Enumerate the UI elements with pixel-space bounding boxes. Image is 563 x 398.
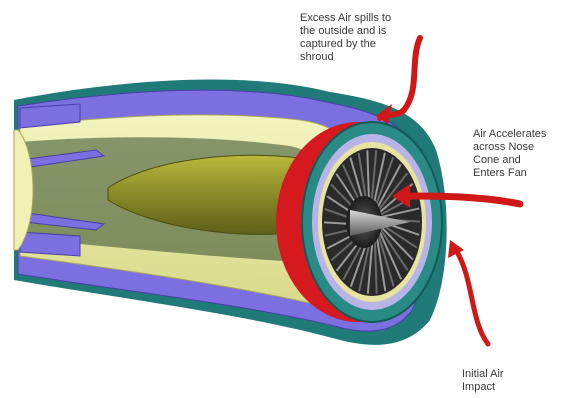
callout-initial-air: Initial Air Impact [462, 368, 504, 394]
callout-line: Air Accelerates [473, 128, 546, 141]
callout-line: Excess Air spills to [300, 12, 391, 25]
callout-line: across Nose [473, 141, 546, 154]
callout-line: Cone and [473, 154, 546, 167]
callout-excess-air: Excess Air spills to the outside and is … [300, 12, 391, 64]
callout-line: Initial Air [462, 368, 504, 381]
callout-nose-cone: Air Accelerates across Nose Cone and Ent… [473, 128, 546, 180]
callout-line: captured by the [300, 38, 391, 51]
callout-line: Impact [462, 381, 504, 394]
callout-line: Enters Fan [473, 167, 546, 180]
callout-line: the outside and is [300, 25, 391, 38]
airflow-arrow-icon [456, 250, 488, 344]
lower-strut [20, 232, 80, 256]
callout-line: shroud [300, 51, 391, 64]
